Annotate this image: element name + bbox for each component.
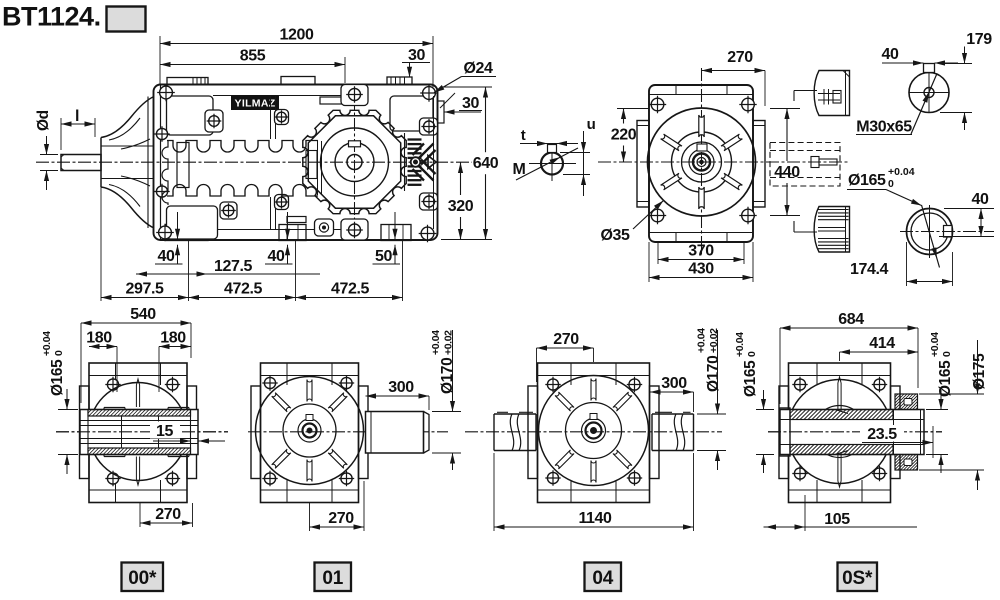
svg-text:Ø165: Ø165 — [937, 360, 954, 397]
svg-text:30: 30 — [462, 95, 479, 112]
svg-text:Ød: Ød — [35, 110, 52, 131]
svg-text:00*: 00* — [128, 568, 157, 589]
svg-text:370: 370 — [688, 243, 714, 260]
svg-text:105: 105 — [824, 511, 850, 528]
svg-text:Ø165: Ø165 — [742, 360, 759, 397]
svg-text:300: 300 — [388, 379, 414, 396]
svg-text:270: 270 — [553, 331, 579, 348]
svg-text:684: 684 — [838, 311, 864, 328]
svg-text:179: 179 — [966, 31, 992, 48]
svg-text:320: 320 — [448, 198, 474, 215]
svg-text:0: 0 — [941, 351, 953, 357]
svg-text:+0.04: +0.04 — [41, 331, 53, 356]
svg-text:1200: 1200 — [280, 27, 314, 44]
svg-text:0S*: 0S* — [842, 568, 873, 589]
svg-text:+0.04: +0.04 — [929, 332, 941, 357]
svg-text:15: 15 — [156, 423, 173, 440]
svg-text:M: M — [513, 161, 526, 178]
svg-text:30: 30 — [408, 47, 425, 64]
svg-text:855: 855 — [240, 48, 266, 65]
svg-text:u: u — [587, 116, 596, 133]
svg-text:270: 270 — [155, 506, 181, 523]
svg-text:M30x65: M30x65 — [856, 119, 912, 136]
svg-text:Ø175: Ø175 — [971, 353, 988, 390]
svg-text:01: 01 — [322, 568, 343, 589]
svg-text:0: 0 — [746, 351, 758, 357]
svg-text:+0.04: +0.04 — [734, 332, 746, 357]
svg-text:270: 270 — [328, 510, 354, 527]
svg-text:+0.04: +0.04 — [696, 328, 708, 353]
svg-text:Ø170: Ø170 — [439, 358, 456, 394]
svg-text:+0.02: +0.02 — [708, 328, 720, 353]
svg-text:297.5: 297.5 — [125, 281, 164, 298]
svg-text:40: 40 — [268, 248, 285, 265]
svg-text:472.5: 472.5 — [224, 281, 263, 298]
svg-text:40: 40 — [158, 248, 175, 265]
svg-text:0: 0 — [53, 350, 65, 356]
svg-text:23.5: 23.5 — [867, 426, 897, 443]
svg-text:472.5: 472.5 — [331, 281, 370, 298]
svg-text:174.4: 174.4 — [850, 261, 889, 278]
svg-text:Ø165: Ø165 — [848, 172, 886, 189]
svg-text:127.5: 127.5 — [214, 258, 253, 275]
svg-text:BT1124.: BT1124. — [2, 2, 101, 32]
svg-text:1140: 1140 — [578, 510, 612, 527]
svg-text:YILMAZ: YILMAZ — [235, 98, 276, 110]
svg-text:50: 50 — [375, 248, 392, 265]
svg-text:180: 180 — [160, 330, 186, 347]
svg-text:04: 04 — [592, 568, 613, 589]
svg-text:Ø165: Ø165 — [49, 359, 66, 396]
svg-text:300: 300 — [661, 375, 687, 392]
svg-text:l: l — [75, 108, 79, 125]
svg-text:40: 40 — [882, 46, 899, 63]
svg-text:180: 180 — [86, 330, 112, 347]
svg-text:t: t — [521, 127, 526, 144]
svg-text:Ø170: Ø170 — [705, 356, 722, 392]
svg-text:414: 414 — [869, 335, 895, 352]
svg-text:640: 640 — [473, 155, 499, 172]
svg-text:430: 430 — [688, 261, 714, 278]
svg-text:Ø35: Ø35 — [600, 227, 630, 244]
svg-text:Ø24: Ø24 — [463, 60, 493, 77]
svg-text:+0.04: +0.04 — [888, 166, 915, 178]
svg-text:270: 270 — [727, 49, 753, 66]
svg-text:440: 440 — [774, 164, 800, 181]
svg-text:+0.02: +0.02 — [443, 330, 455, 355]
svg-text:540: 540 — [130, 306, 156, 323]
svg-text:+0.04: +0.04 — [430, 330, 442, 355]
svg-text:220: 220 — [611, 127, 637, 144]
svg-text:40: 40 — [972, 191, 989, 208]
svg-text:0: 0 — [888, 178, 894, 190]
